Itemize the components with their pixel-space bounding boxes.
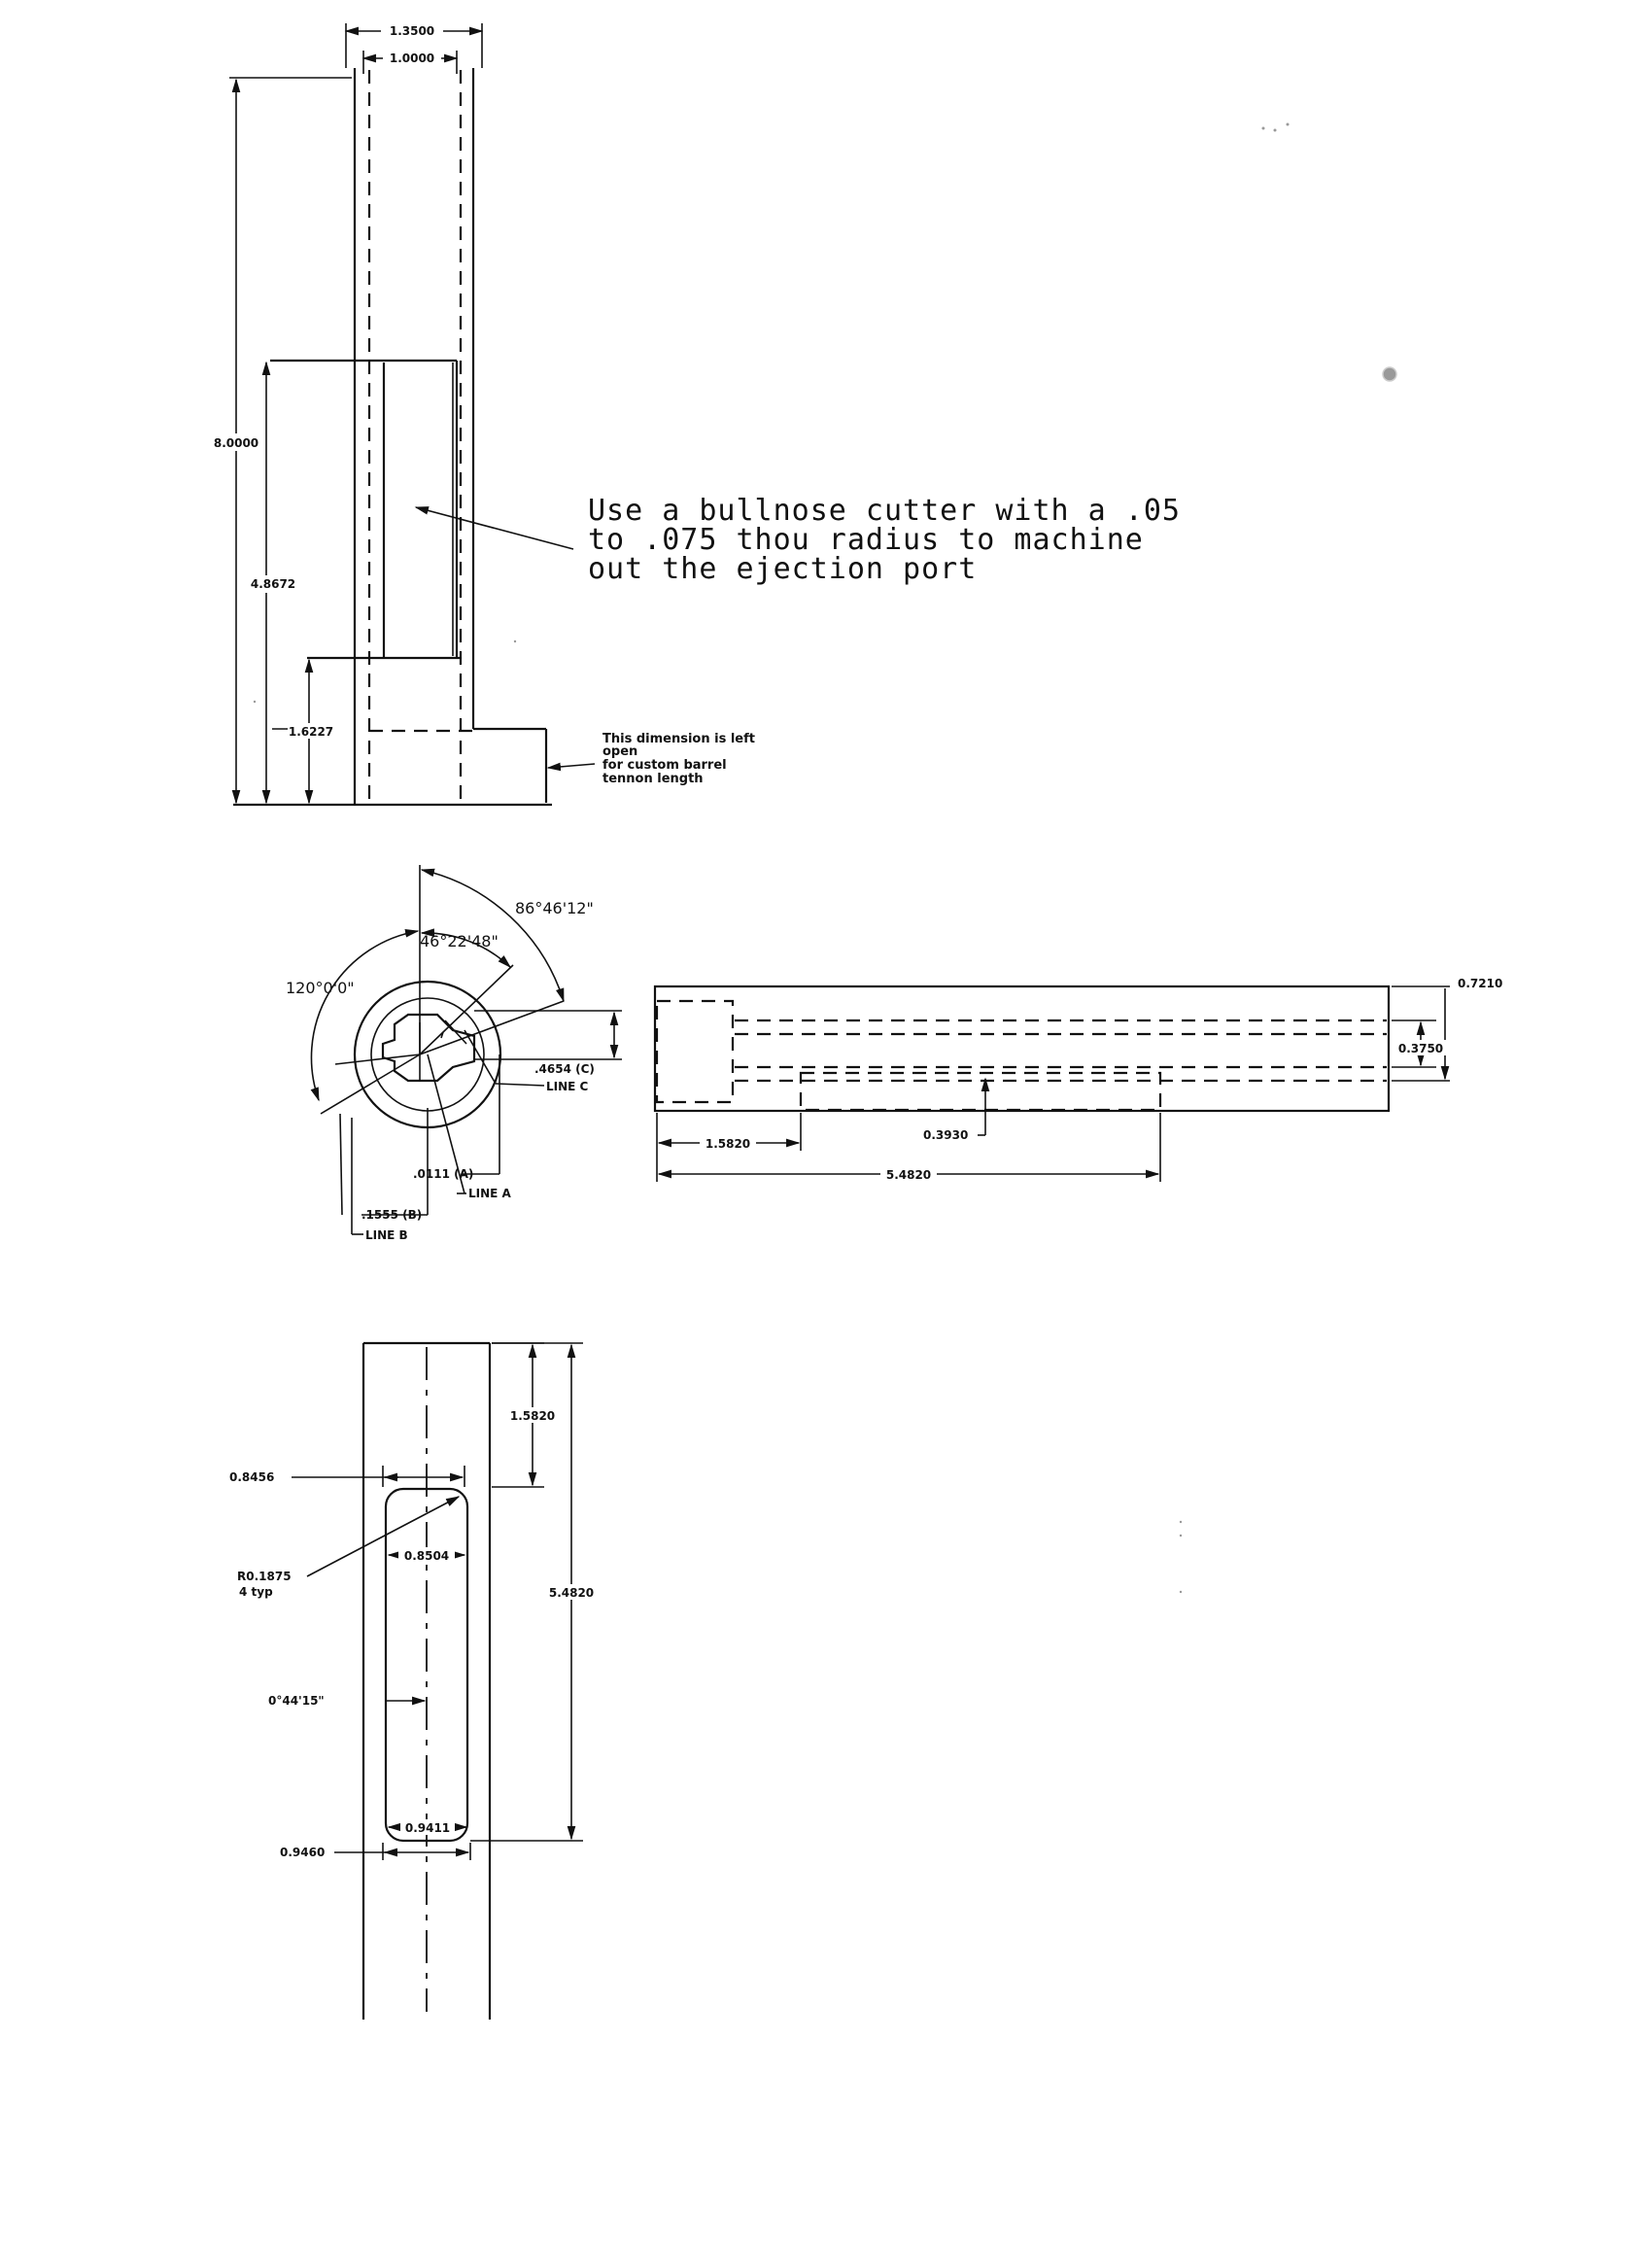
dim-c: .4654 (C)	[534, 1062, 595, 1076]
dim-angle: 0°44'15"	[268, 1694, 325, 1708]
line-a-label: LINE A	[468, 1187, 512, 1200]
dim-total: 5.4820	[886, 1168, 931, 1182]
view-plan: 0.7210 0.3750 1.5820 0.3930 5.4820	[653, 977, 1502, 1182]
note-tenon-line-1: This dimension is left	[602, 732, 755, 746]
angle-120-label: 120°0'0"	[286, 979, 355, 997]
view-receiver-side: 1.3500 1.0000 8.0000 4.8672 1.6227 Use a…	[212, 21, 1181, 807]
note-tenon-line-3: for custom barrel	[602, 758, 727, 773]
dim-port-height: 4.8672	[251, 577, 295, 591]
note-cutter-line-2: to .075 thou radius to machine	[588, 523, 1144, 557]
note-cutter-line-3: out the ejection port	[588, 552, 977, 586]
dim-right-inner: 0.3750	[1398, 1042, 1443, 1055]
dim-radius-note: 4 typ	[239, 1585, 273, 1599]
dim-left: 1.5820	[706, 1137, 750, 1151]
dim-inner-top: 0.8504	[404, 1549, 449, 1563]
dim-bottom-width: 0.9460	[280, 1846, 325, 1859]
dim-inner-bottom: 0.9411	[405, 1821, 450, 1835]
dim-right-outer: 0.7210	[1458, 977, 1502, 990]
dim-outer-width: 1.3500	[390, 24, 434, 38]
line-b-label: LINE B	[365, 1228, 408, 1242]
view-end-section: 86°46'12" 46°22'48" 120°0'0" .4654 (C) L…	[286, 865, 622, 1242]
dim-b: .1555 (B)	[361, 1208, 422, 1222]
angle-86-label: 86°46'12"	[515, 899, 594, 917]
dim-mid: 0.3930	[923, 1128, 968, 1142]
view-ejection-port: 1.5820 0.8456 0.8504 R0.1875 4 typ 5.482…	[229, 1341, 601, 2020]
note-cutter-line-1: Use a bullnose cutter with a .05	[588, 494, 1181, 528]
note-tenon-line-2: open	[602, 744, 637, 759]
dim-top-width: 0.8456	[229, 1470, 274, 1484]
dim-length: 5.4820	[549, 1586, 594, 1600]
dim-radius: R0.1875	[237, 1570, 292, 1583]
line-c-label: LINE C	[546, 1080, 589, 1093]
angle-46-label: 46°22'48"	[420, 932, 499, 950]
scan-noise	[253, 122, 1397, 1594]
dim-inner-width: 1.0000	[390, 52, 434, 65]
dim-a: .0111 (A)	[413, 1167, 473, 1181]
dim-total-height: 8.0000	[214, 436, 258, 450]
dim-top-offset: 1.5820	[510, 1409, 555, 1423]
note-tenon-line-4: tennon length	[602, 772, 704, 786]
dim-lower-height: 1.6227	[289, 725, 333, 739]
